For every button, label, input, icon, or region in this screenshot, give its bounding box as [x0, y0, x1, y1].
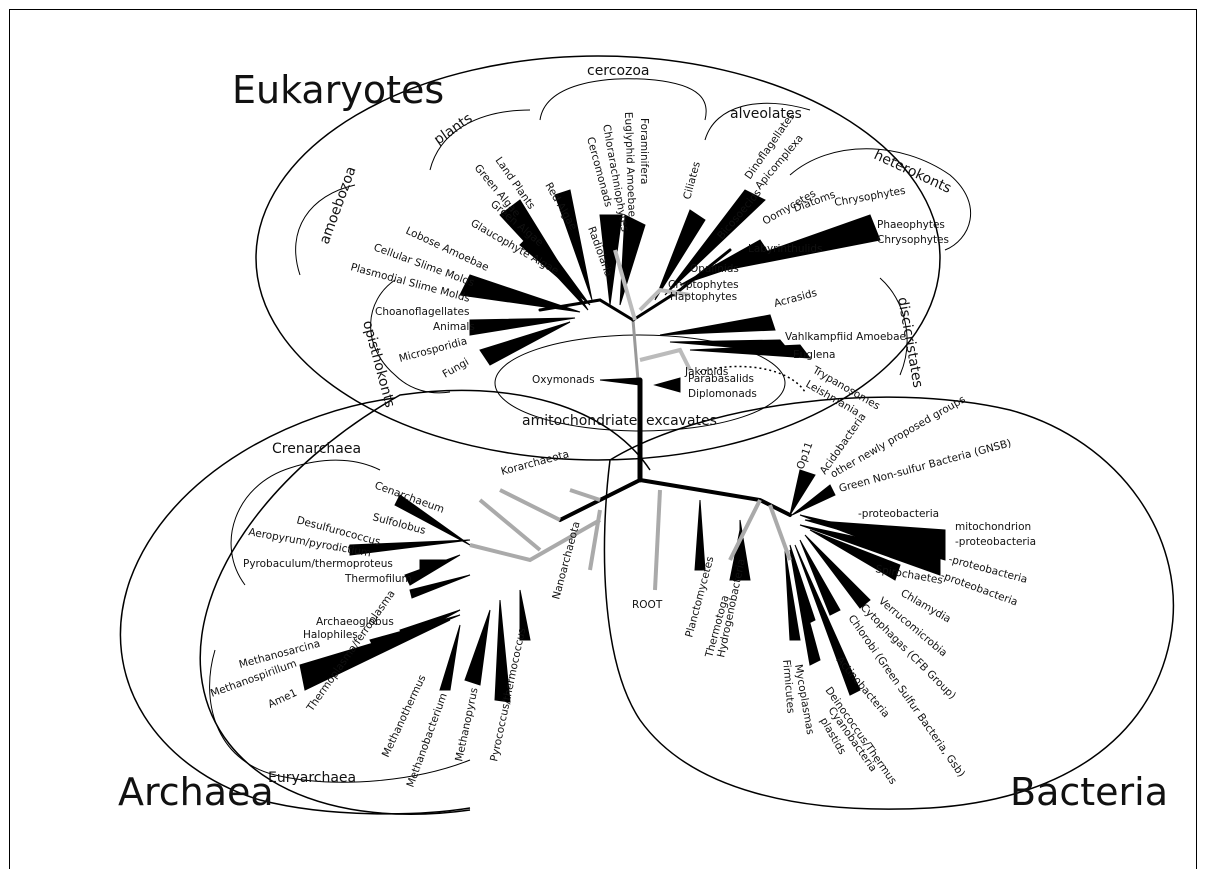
taxon-foraminifera: Foraminifera — [638, 118, 650, 184]
taxon-bicosoecids: Bicosoecids — [715, 187, 764, 242]
root-label: ROOT — [632, 599, 663, 611]
taxon-archaeoglobus: Archaeoglobus — [316, 616, 394, 628]
group-amitochondriate: amitochondriate — [522, 413, 637, 429]
domain-title-eukaryotes: Eukaryotes — [232, 68, 444, 112]
taxon-proteo-2: -proteobacteria — [955, 536, 1036, 548]
group-opisthokonts: opisthokonts — [359, 319, 398, 410]
taxon-nanoarchaeota: Nanoarchaeota — [550, 520, 582, 601]
taxon-diplomonads: Diplomonads — [688, 388, 757, 400]
archaea-labels: Crenarchaea Euryarchaea Korarchaeota Cen… — [209, 441, 583, 789]
group-crenarchaea: Crenarchaea — [272, 441, 361, 457]
taxon-haptophytes: Haptophytes — [670, 291, 737, 303]
taxon-choanoflagellates: Choanoflagellates — [375, 306, 469, 318]
taxon-fungi: Fungi — [441, 356, 472, 381]
group-excavates: excavates — [646, 413, 717, 429]
taxon-pyrococcus: Pyrococcus/thermococcus — [488, 627, 528, 763]
taxon-proteo-1: -proteobacteria — [858, 508, 939, 520]
taxon-oxymonads: Oxymonads — [532, 374, 595, 386]
domain-title-bacteria: Bacteria — [1010, 770, 1168, 814]
group-euryarchaea: Euryarchaea — [268, 770, 356, 786]
taxon-phaeophytes: Phaeophytes — [877, 219, 945, 231]
taxon-pyrobaculum: Pyrobaculum/thermoproteus — [243, 558, 393, 570]
taxon-chrysophytes: Chrysophytes — [833, 185, 906, 209]
taxon-animals: Animals — [433, 321, 475, 333]
group-amoebozoa: amoebozoa — [317, 164, 360, 246]
taxon-opalinids: Opalinids — [690, 263, 739, 275]
taxon-parabasalids: Parabasalids — [688, 373, 754, 385]
taxon-ciliates: Ciliates — [681, 160, 703, 200]
taxon-methanopyrus: Methanopyrus — [453, 687, 480, 763]
taxon-cryptophytes: Cryptophytes — [668, 279, 739, 291]
taxon-gnsb: Green Non-sulfur Bacteria (GNSB) — [838, 437, 1013, 495]
taxon-thermofilum: Thermofilum — [344, 573, 412, 585]
group-cercozoa: cercozoa — [587, 63, 650, 79]
group-plants: plants — [431, 110, 475, 148]
taxon-plasmodial-slime-molds: Plasmodial Slime Molds — [349, 261, 471, 304]
taxon-euglena: Euglena — [793, 349, 835, 361]
taxon-chrysophytes-2: Chrysophytes — [877, 234, 949, 246]
taxon-acrasids: Acrasids — [773, 287, 819, 310]
taxon-vahlkampfiid-amoebae: Vahlkampfiid Amoebae — [785, 331, 906, 343]
eukaryote-taxa-labels: Land Plants Green Algae Red Algae Green … — [349, 110, 949, 418]
taxon-op11: Op11 — [795, 440, 816, 471]
domain-title-archaea: Archaea — [118, 770, 274, 814]
taxon-mitochondrion: mitochondrion — [955, 521, 1031, 533]
taxon-ame1: Ame1 — [266, 687, 299, 711]
taxon-labyrinthulids: Labyrinthulids — [748, 243, 822, 255]
